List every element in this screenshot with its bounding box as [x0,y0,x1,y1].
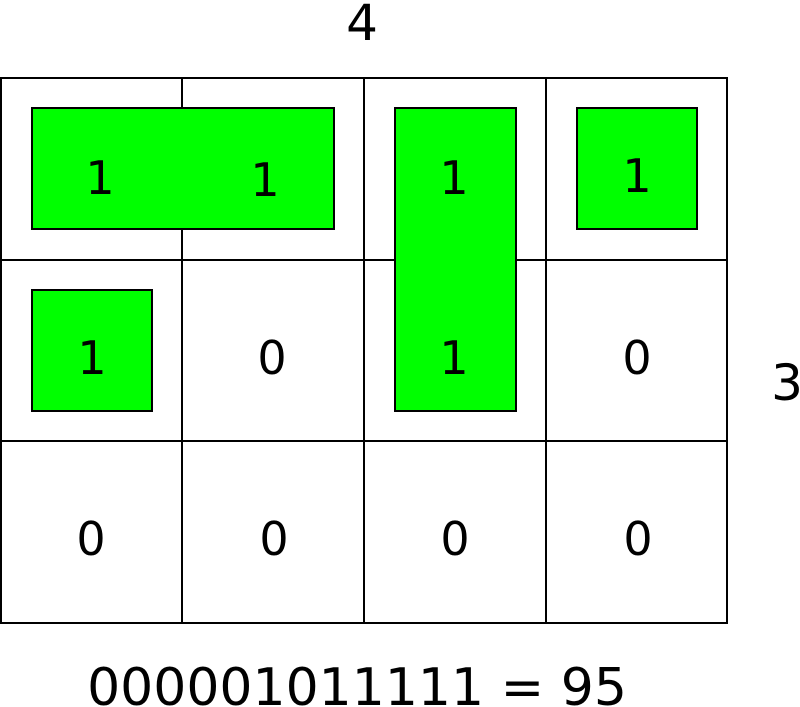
cell-r0-c1: 1 [250,153,279,207]
cell-r0-c3: 1 [622,149,651,203]
cell-r0-c0: 1 [85,151,114,205]
cell-values: 1 1 1 1 1 0 1 0 0 0 0 0 [76,149,652,566]
cell-r1-c1: 0 [257,331,286,385]
group-vertical-pair [394,107,517,412]
group-single-mid-left [31,289,153,412]
group-top-pair [31,107,335,230]
group-single-top-right [576,107,698,230]
cell-r1-c3: 0 [622,331,651,385]
cell-r2-c3: 0 [623,512,652,566]
highlight-groups [31,107,698,412]
cell-r1-c2: 1 [439,331,468,385]
cell-grid [0,77,728,624]
height-label: 3 [771,354,800,412]
cell-r2-c1: 0 [259,512,288,566]
cell-r2-c0: 0 [76,512,105,566]
width-label: 4 [346,0,378,52]
cell-r0-c2: 1 [439,151,468,205]
binary-formula: 000001011111 = 95 [87,658,627,707]
cell-r2-c2: 0 [440,512,469,566]
cell-r1-c0: 1 [77,331,106,385]
